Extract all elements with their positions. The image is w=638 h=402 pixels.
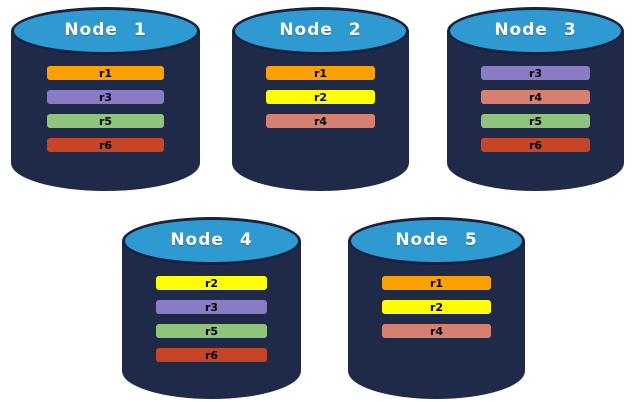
node-title: Node 3 [494,20,577,40]
replica-bar-r4: r4 [480,90,591,104]
replica-label: r5 [528,114,543,128]
db-cylinder-top: Node 5 [348,217,525,265]
replica-label: r1 [313,66,328,80]
db-cylinder-top: Node 4 [122,217,301,265]
replica-label: r6 [528,138,543,152]
db-cylinder-body [447,31,624,191]
db-cylinder-body [11,31,200,191]
replica-bar-r1: r1 [46,66,165,80]
node-title: Node 4 [170,230,253,250]
replica-label: r5 [98,114,113,128]
replica-list: r2 r3 r5 r6 [122,276,301,362]
replica-label: r3 [98,90,113,104]
replica-bar-r2: r2 [381,300,492,314]
replica-bar-r6: r6 [156,348,267,362]
replica-label: r4 [313,114,328,128]
replica-label: r4 [528,90,543,104]
replica-list: r3 r4 r5 r6 [447,66,624,152]
replica-bar-r3: r3 [480,66,591,80]
replica-bar-r3: r3 [156,300,267,314]
node-title: Node 2 [279,20,362,40]
replica-label: r6 [204,348,219,362]
replica-bar-r4: r4 [381,324,492,338]
replica-label: r2 [429,300,444,314]
node-title: Node 1 [64,20,147,40]
replica-list: r1 r3 r5 r6 [11,66,200,152]
replica-bar-r5: r5 [480,114,591,128]
replica-label: r3 [528,66,543,80]
db-cylinder-body [232,31,409,191]
replica-label: r2 [313,90,328,104]
replica-bar-r6: r6 [46,138,165,152]
db-node: Node 4 r2 r3 r5 r6 [122,217,301,399]
db-node: Node 1 r1 r3 r5 r6 [11,7,200,191]
db-node: Node 3 r3 r4 r5 r6 [447,7,624,191]
replica-bar-r3: r3 [46,90,165,104]
replica-label: r2 [204,276,219,290]
replica-list: r1 r2 r4 [232,66,409,128]
replica-bar-r6: r6 [480,138,591,152]
replica-bar-r5: r5 [46,114,165,128]
db-cylinder-body [122,241,301,399]
replica-label: r3 [204,300,219,314]
db-cylinder-top: Node 2 [232,7,409,55]
db-cylinder-top: Node 3 [447,7,624,55]
replica-bar-r1: r1 [381,276,492,290]
replica-bar-r2: r2 [265,90,376,104]
replica-label: r1 [429,276,444,290]
db-node: Node 5 r1 r2 r4 [348,217,525,399]
replica-list: r1 r2 r4 [348,276,525,338]
replica-label: r5 [204,324,219,338]
replica-label: r6 [98,138,113,152]
db-node: Node 2 r1 r2 r4 [232,7,409,191]
replica-bar-r2: r2 [156,276,267,290]
replica-label: r4 [429,324,444,338]
replica-bar-r4: r4 [265,114,376,128]
replica-label: r1 [98,66,113,80]
replica-bar-r5: r5 [156,324,267,338]
db-cylinder-body [348,241,525,399]
replica-bar-r1: r1 [265,66,376,80]
db-cylinder-top: Node 1 [11,7,200,55]
node-title: Node 5 [395,230,478,250]
